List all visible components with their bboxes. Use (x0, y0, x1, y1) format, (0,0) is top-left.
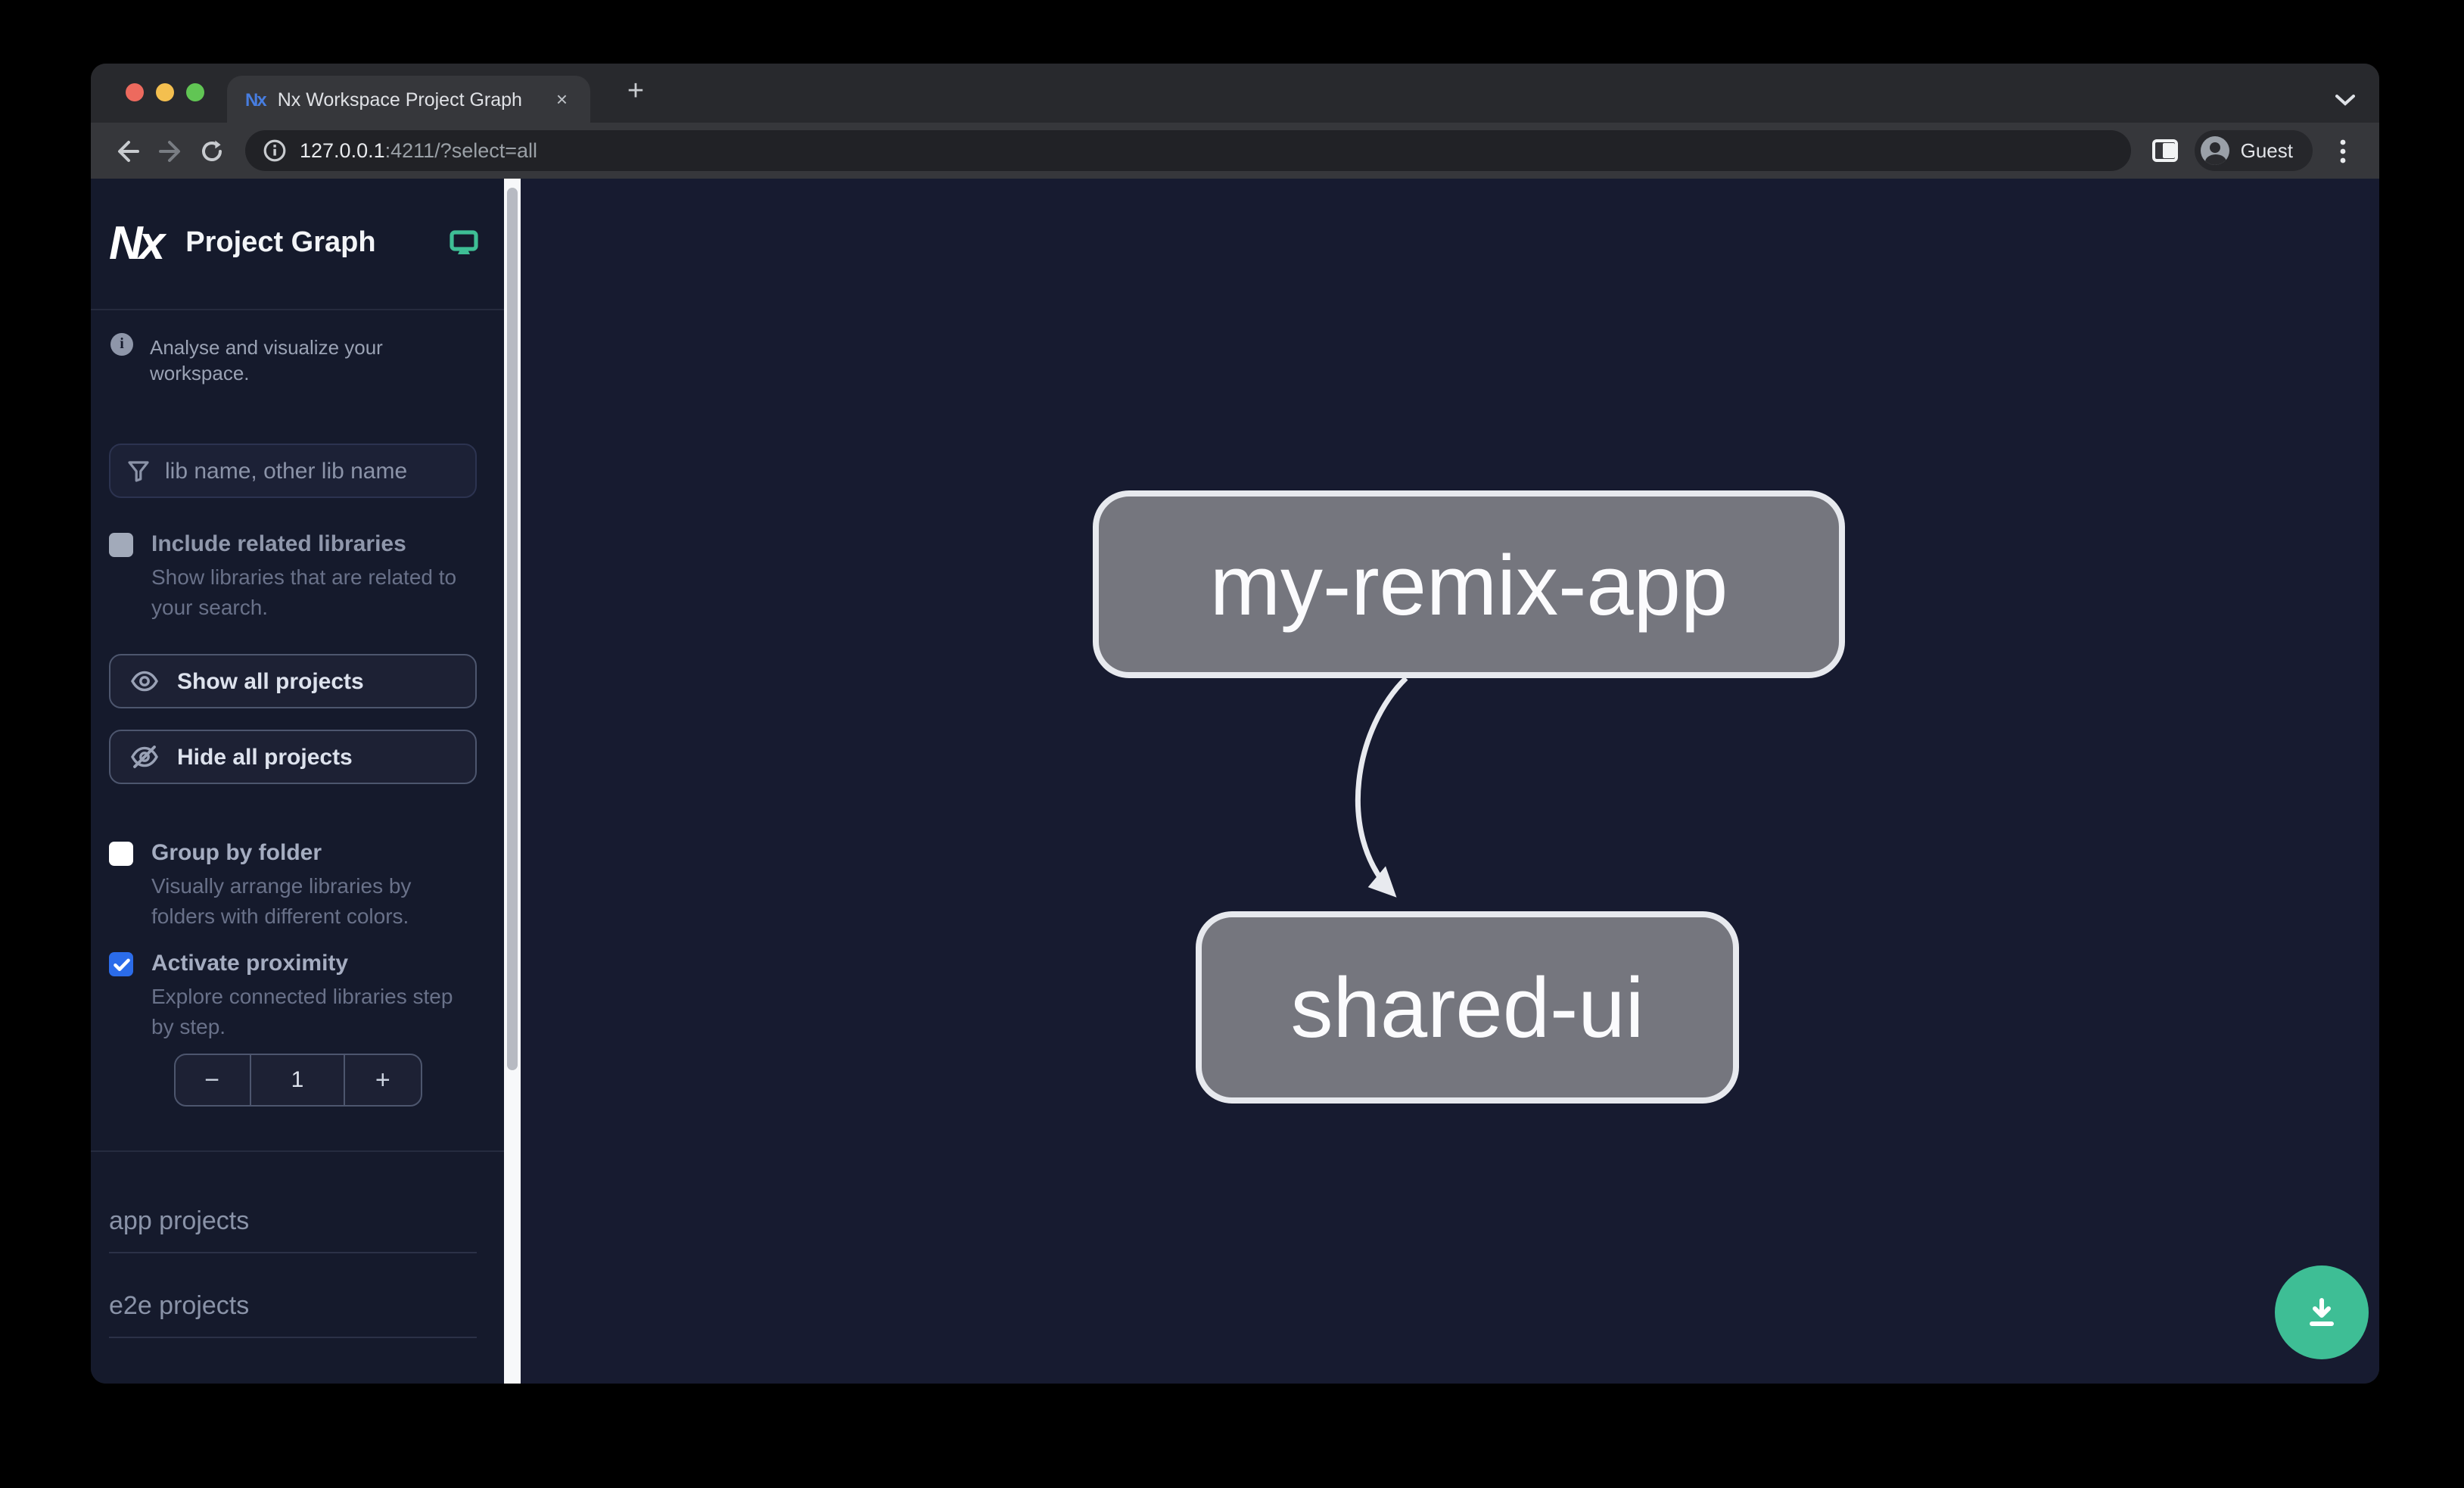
info-icon: i (110, 333, 133, 356)
proximity-depth-stepper: − 1 + (173, 1054, 422, 1107)
filter-icon (110, 459, 165, 482)
toggle-description: Show libraries that are related to your … (151, 565, 457, 619)
tab-close-icon[interactable]: × (555, 88, 568, 111)
back-button[interactable] (106, 129, 148, 172)
forward-button[interactable] (148, 129, 191, 172)
show-all-projects-button[interactable]: Show all projects (109, 654, 477, 708)
minimize-window-button[interactable] (156, 83, 174, 101)
toggle-description: Visually arrange libraries by folders wi… (151, 873, 412, 928)
toggle-label[interactable]: Include related libraries (151, 531, 406, 557)
page-content: Nx Project Graph i Analyse and visualize… (91, 179, 2379, 1384)
url-host: 127.0.0.1 (300, 139, 385, 162)
download-icon (2310, 1298, 2334, 1326)
dependency-edge (1355, 676, 1408, 898)
tab-nx-workspace-project-graph[interactable]: Nx Nx Workspace Project Graph × (227, 76, 590, 123)
toggle-activate-proximity: Activate proximity Explore connected lib… (91, 949, 504, 1041)
include-related-checkbox[interactable] (109, 533, 133, 557)
avatar-icon (2201, 136, 2230, 165)
toggle-include-related: Include related libraries Show libraries… (91, 530, 504, 622)
tagline-text: Analyse and visualize your workspace. (150, 336, 383, 384)
download-graph-button[interactable] (2275, 1265, 2369, 1359)
url-path: :4211/?select=all (384, 139, 538, 162)
site-info-icon[interactable] (263, 139, 286, 162)
tab-title: Nx Workspace Project Graph (277, 89, 522, 110)
browser-window: Nx Nx Workspace Project Graph × + 127.0 (91, 64, 2379, 1384)
sidebar-scrollbar[interactable] (504, 179, 521, 1384)
decrement-button[interactable]: − (204, 1065, 220, 1094)
toggle-description: Explore connected libraries step by step… (151, 984, 453, 1038)
eye-off-icon (131, 746, 158, 768)
side-panel-icon[interactable] (2144, 129, 2186, 172)
toggle-label[interactable]: Activate proximity (151, 951, 349, 976)
button-label: Show all projects (177, 668, 364, 694)
address-bar[interactable]: 127.0.0.1:4211/?select=all (245, 130, 2132, 171)
increment-button[interactable]: + (375, 1065, 390, 1094)
page-title: Project Graph (185, 227, 376, 259)
sidebar-header: Nx Project Graph (91, 179, 504, 310)
zoom-window-button[interactable] (186, 83, 204, 101)
nx-favicon-icon: Nx (245, 89, 267, 110)
divider (91, 1150, 504, 1152)
profile-button[interactable]: Guest (2195, 130, 2313, 171)
tagline-row: i Analyse and visualize your workspace. (110, 333, 483, 386)
tab-search-chevron-icon[interactable] (2335, 86, 2355, 114)
new-tab-button[interactable]: + (627, 76, 645, 107)
sidebar: Nx Project Graph i Analyse and visualize… (91, 179, 504, 1384)
search-box (109, 444, 477, 498)
close-window-button[interactable] (126, 83, 144, 101)
toggle-group-by-folder: Group by folder Visually arrange librari… (91, 839, 504, 931)
traffic-lights (126, 83, 204, 101)
search-input[interactable] (165, 458, 475, 484)
group-by-folder-checkbox[interactable] (109, 842, 133, 866)
graph-canvas[interactable]: my-remix-app shared-ui (521, 179, 2379, 1384)
reload-button[interactable] (191, 129, 233, 172)
stepper-value: 1 (249, 1055, 346, 1105)
profile-label: Guest (2240, 139, 2293, 162)
check-icon (113, 957, 129, 970)
monitor-icon[interactable] (450, 230, 478, 257)
node-shared-ui[interactable]: shared-ui (1196, 911, 1739, 1104)
section-e2e-projects: e2e projects (109, 1291, 477, 1338)
hide-all-projects-button[interactable]: Hide all projects (109, 730, 477, 784)
button-label: Hide all projects (177, 744, 353, 770)
tab-strip: Nx Nx Workspace Project Graph × + (91, 64, 2379, 123)
browser-menu-button[interactable] (2322, 129, 2364, 172)
eye-icon (131, 671, 158, 692)
url-text: 127.0.0.1:4211/?select=all (300, 139, 537, 162)
toggle-label[interactable]: Group by folder (151, 840, 322, 866)
activate-proximity-checkbox[interactable] (109, 952, 133, 976)
scrollbar-thumb[interactable] (507, 188, 518, 1070)
node-my-remix-app[interactable]: my-remix-app (1093, 490, 1845, 678)
section-app-projects: app projects (109, 1206, 477, 1253)
nx-logo: Nx (109, 216, 165, 269)
browser-toolbar: 127.0.0.1:4211/?select=all Guest (91, 123, 2379, 179)
